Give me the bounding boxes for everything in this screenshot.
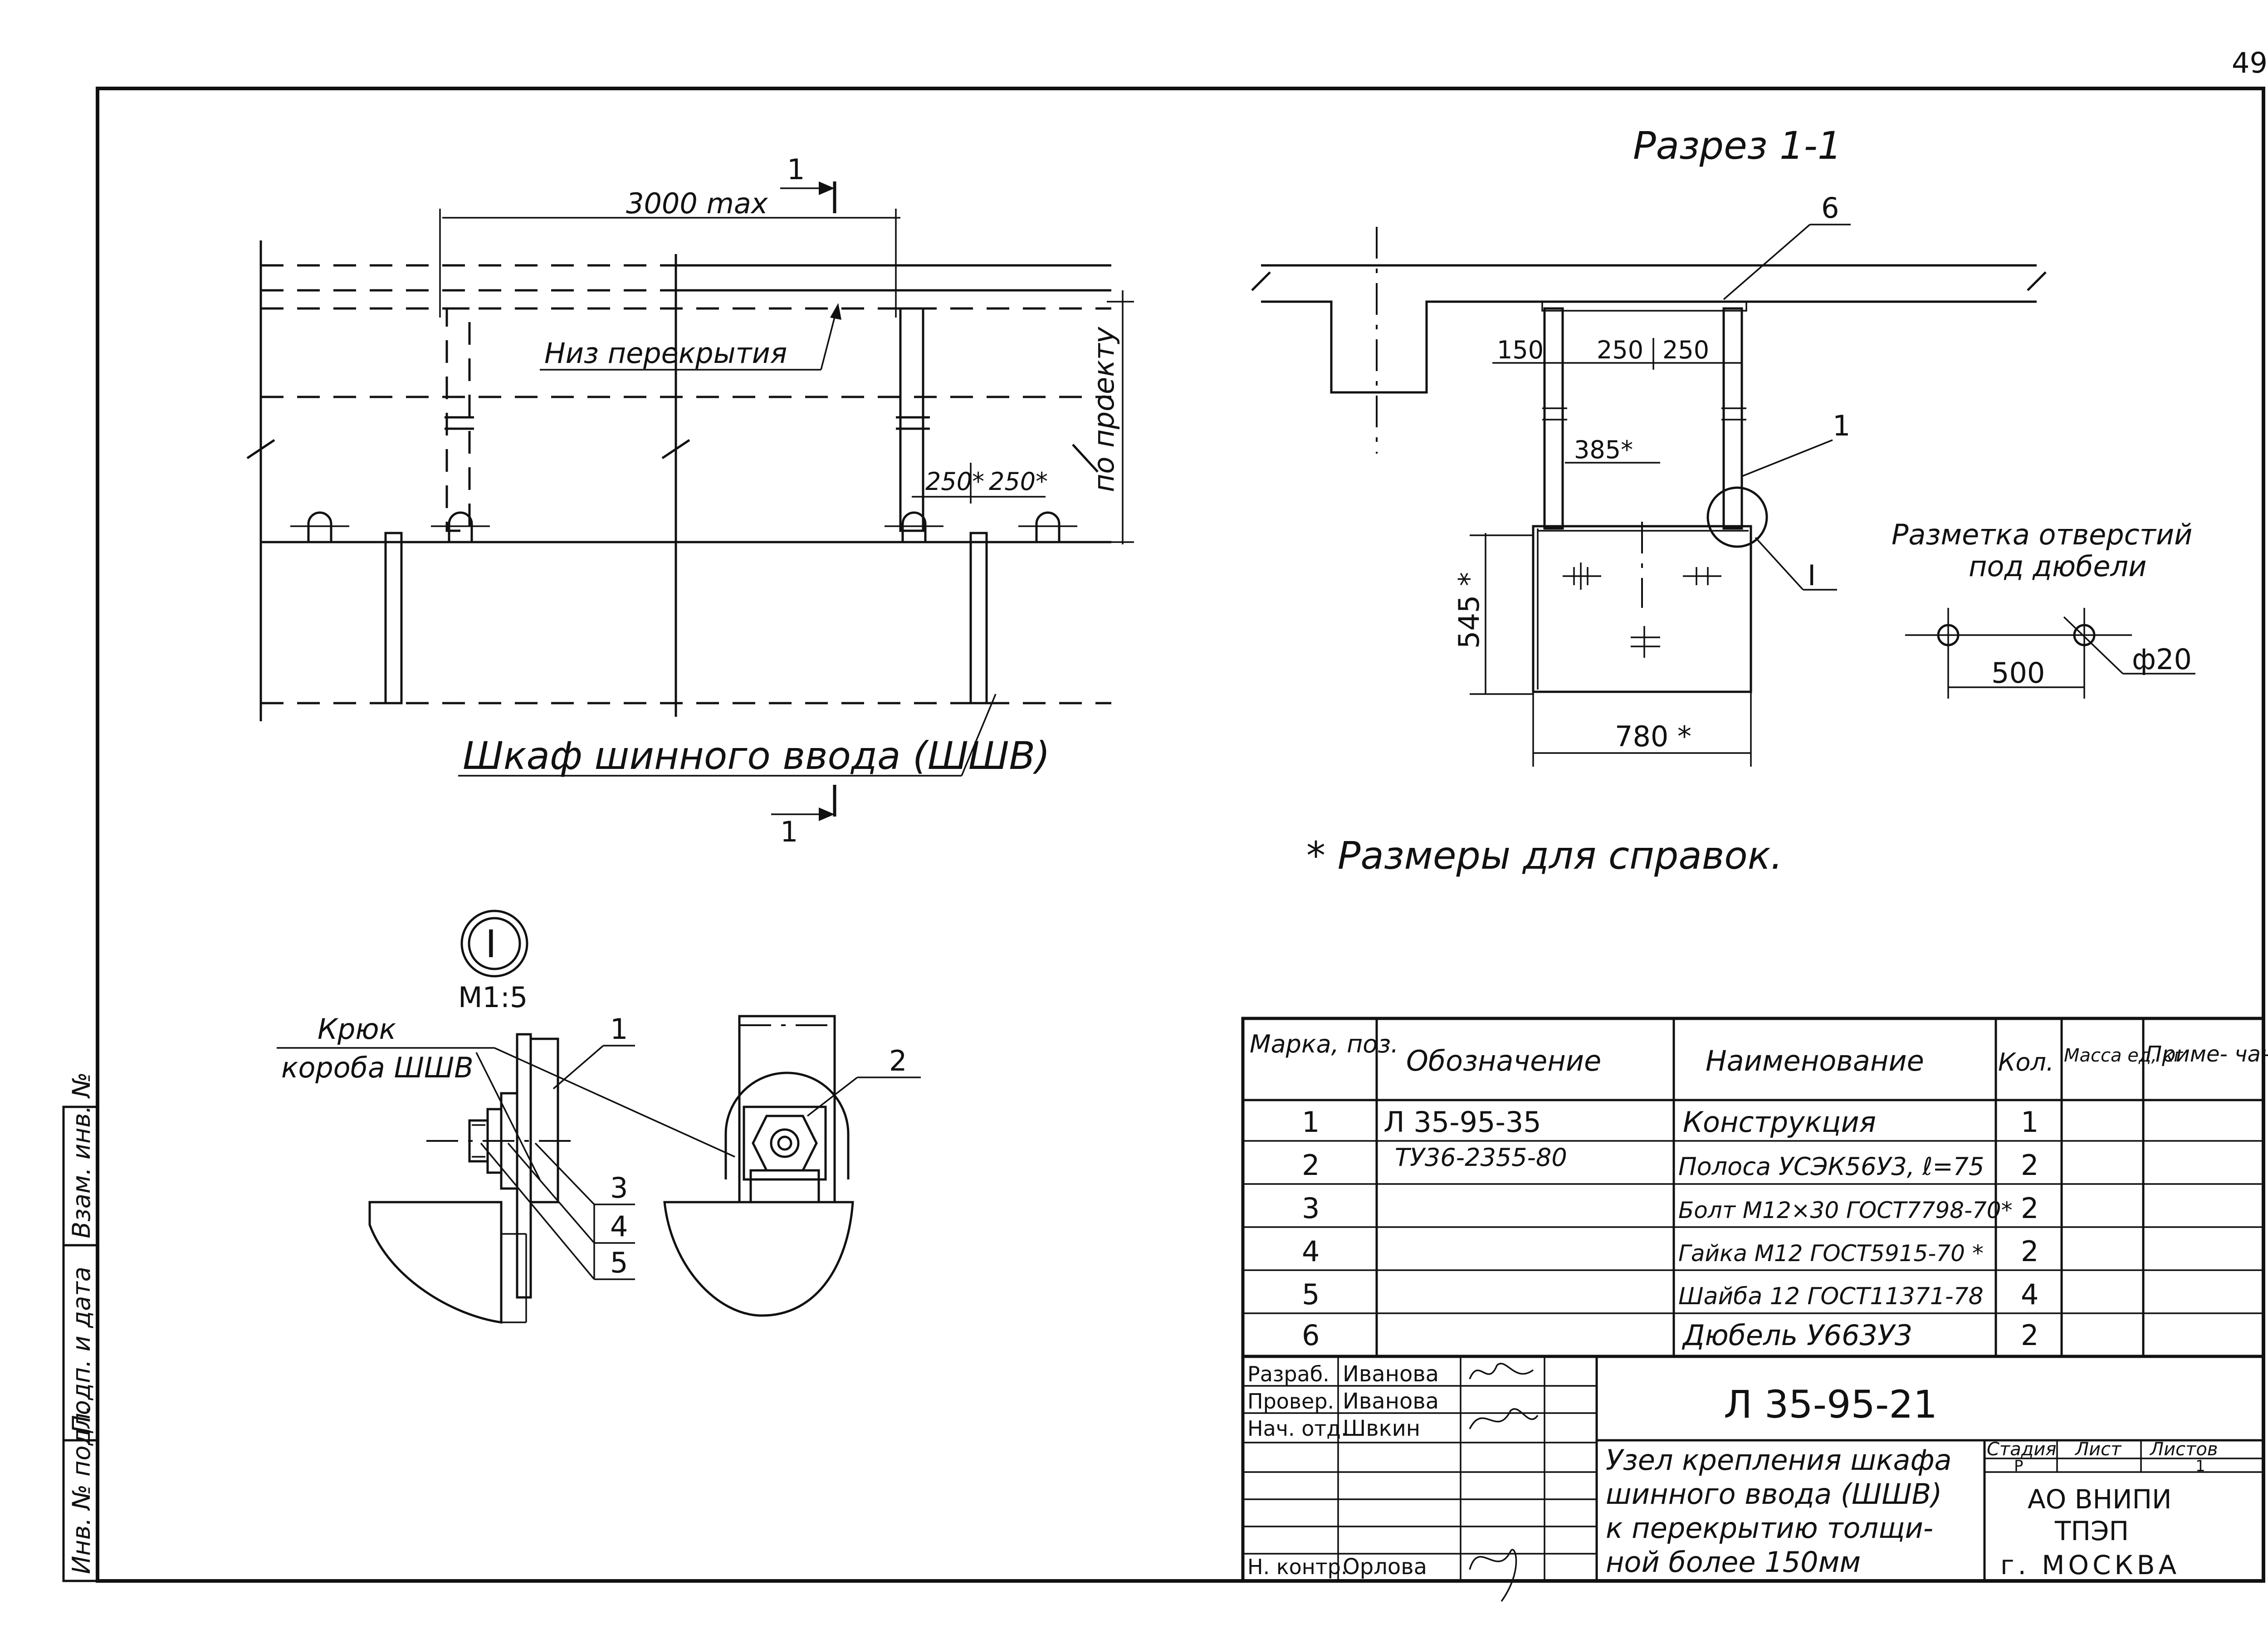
- tb-desc-line4: ной более 150мм: [1606, 1546, 1861, 1579]
- detail-scale: М1:5: [458, 981, 528, 1014]
- spec-row-2-qty: 2: [2021, 1149, 2038, 1182]
- signature-3: [1469, 1549, 1517, 1602]
- section-title: Разрез 1-1: [1633, 123, 1842, 168]
- tb-org-line1: АО ВНИПИ: [2028, 1484, 2172, 1515]
- detail-callout-5: 5: [610, 1246, 628, 1279]
- spec-row-2-pos: 2: [1302, 1149, 1320, 1182]
- spec-row-4-pos: 4: [1302, 1235, 1320, 1268]
- spec-header-name: Наименование: [1706, 1044, 1924, 1077]
- tb-desc-line1: Узел крепления шкафа: [1606, 1443, 1952, 1477]
- tb-sheets-value: 1: [2195, 1457, 2205, 1475]
- plan-dim-a: 250*: [925, 467, 984, 496]
- spec-header-qty: Кол.: [1998, 1048, 2054, 1076]
- tb-desc-line2: шинного ввода (ШШВ): [1606, 1477, 1942, 1511]
- section-view: Разрез 1-1 150 250 250 385*: [1251, 123, 2047, 767]
- spec-header-code: Обозначение: [1406, 1044, 1601, 1077]
- spec-row-4-qty: 2: [2021, 1235, 2038, 1268]
- tb-name-2: Иванова: [1343, 1389, 1439, 1414]
- spec-row-3-name: Болт М12×30 ГОСТ7798-70*: [1678, 1197, 2013, 1223]
- section-dim-150: 150: [1497, 336, 1544, 364]
- spec-row-1-code: Л 35-95-35: [1383, 1106, 1541, 1139]
- marking-title-line2: под дюбели: [1969, 550, 2146, 583]
- spec-row-4-name: Гайка М12 ГОСТ5915-70 *: [1678, 1240, 1984, 1267]
- tb-role-2: Провер.: [1247, 1389, 1334, 1414]
- signature-1: [1469, 1363, 1534, 1380]
- tb-sheets-header: Листов: [2149, 1439, 2218, 1460]
- side-stamp-inv: Инв. № подл.: [67, 1405, 96, 1574]
- spec-header-mass: Масса ед, кг: [2064, 1045, 2184, 1066]
- tb-sheet-header: Лист: [2074, 1439, 2122, 1460]
- tb-org-line3: г. МОСКВА: [2000, 1550, 2180, 1580]
- plan-section-mark-bottom: 1: [780, 815, 798, 848]
- plan-view: 3000 max 1 1 Низ перекрытия 250* 250* по…: [246, 153, 1134, 848]
- plan-label-ceiling: Низ перекрытия: [544, 337, 787, 370]
- section-dim-385: 385*: [1574, 435, 1633, 464]
- detail-ref: I: [485, 922, 497, 966]
- section-node-ref: I: [1808, 559, 1816, 592]
- tb-desc-line3: к перекрытию толщи-: [1606, 1512, 1933, 1545]
- spec-header-note: Приме- чание: [2146, 1042, 2268, 1067]
- tb-role-1: Разраб.: [1247, 1362, 1330, 1386]
- drawing-frame: [96, 87, 2265, 1583]
- signature-2: [1469, 1408, 1539, 1429]
- plan-label-cabinet: Шкаф шинного ввода (ШШВ): [463, 734, 1050, 778]
- plan-dim-height: по проекту: [1087, 326, 1120, 492]
- page-number: 49: [2232, 46, 2268, 79]
- section-pos-6: 6: [1821, 191, 1839, 225]
- detail-callout-1: 1: [610, 1013, 628, 1046]
- hole-marking: Разметка отверстий под дюбели 500 ф20: [1892, 518, 2195, 699]
- marking-dim-500: 500: [1991, 656, 2045, 690]
- section-dim-545: 545 *: [1452, 572, 1486, 649]
- plan-section-mark-top: 1: [787, 153, 805, 186]
- spec-table: Марка, поз. Обозначение Наименование Кол…: [1241, 1017, 2268, 1358]
- spec-row-6-qty: 2: [2021, 1319, 2038, 1352]
- tb-doc-code: Л 35-95-21: [1724, 1382, 1937, 1427]
- spec-row-1-name: Конструкция: [1683, 1106, 1876, 1139]
- section-dim-250a: 250: [1597, 336, 1643, 364]
- spec-row-5-pos: 5: [1302, 1278, 1320, 1311]
- detail-hook-line1: Крюк: [318, 1013, 396, 1046]
- spec-row-1-pos: 1: [1302, 1106, 1320, 1139]
- spec-row-1-qty: 1: [2021, 1106, 2038, 1139]
- spec-row-5-qty: 4: [2021, 1278, 2038, 1311]
- side-stamp-sign: Подп. и дата: [67, 1267, 96, 1433]
- spec-header-pos: Марка, поз.: [1250, 1030, 1398, 1058]
- tb-name-1: Иванова: [1343, 1361, 1439, 1387]
- marking-title-line1: Разметка отверстий: [1892, 518, 2192, 551]
- tb-stage-value: Р: [2014, 1457, 2024, 1475]
- side-stamp-replace: Взам. инв. №: [67, 1072, 96, 1238]
- section-pos-1: 1: [1833, 409, 1850, 442]
- tb-name-3: Швкин: [1343, 1416, 1420, 1441]
- detail-callout-2: 2: [889, 1044, 907, 1077]
- detail-hook-line2: короба ШШВ: [281, 1051, 474, 1084]
- title-block: Разраб. Провер. Нач. отд. Н. контр. Иван…: [1241, 1355, 2265, 1602]
- spec-row-2-name: Полоса УСЭК56У3, ℓ=75: [1678, 1152, 1984, 1181]
- tb-org-line2: ТПЭП: [2054, 1516, 2129, 1546]
- spec-row-6-name: Дюбель У663У3: [1681, 1319, 1912, 1352]
- tb-name-4: Орлова: [1343, 1554, 1427, 1580]
- plan-dim-span: 3000 max: [626, 187, 768, 220]
- section-dim-780: 780 *: [1615, 720, 1691, 753]
- spec-row-6-pos: 6: [1302, 1319, 1320, 1352]
- section-dim-250b: 250: [1662, 336, 1709, 364]
- spec-row-3-qty: 2: [2021, 1192, 2038, 1225]
- side-stamp: Инв. № подл. Подп. и дата Взам. инв. №: [62, 1072, 99, 1582]
- note-reference-dims: * Размеры для справок.: [1306, 833, 1783, 878]
- spec-row-3-pos: 3: [1302, 1192, 1320, 1225]
- detail-callout-4: 4: [610, 1210, 628, 1243]
- tb-role-3: Нач. отд.: [1247, 1416, 1348, 1441]
- tb-role-4: Н. контр.: [1247, 1555, 1347, 1579]
- detail-view: I М1:5 Крюк короба ШШВ 1 3 4 5: [277, 910, 921, 1324]
- marking-diameter: ф20: [2132, 643, 2192, 676]
- spec-row-2-code: ТУ36-2355-80: [1395, 1143, 1567, 1172]
- plan-dim-b: 250*: [989, 467, 1048, 496]
- tb-stage-header: Стадия: [1987, 1439, 2056, 1460]
- detail-callout-3: 3: [610, 1171, 628, 1204]
- spec-row-5-name: Шайба 12 ГОСТ11371-78: [1678, 1283, 1984, 1310]
